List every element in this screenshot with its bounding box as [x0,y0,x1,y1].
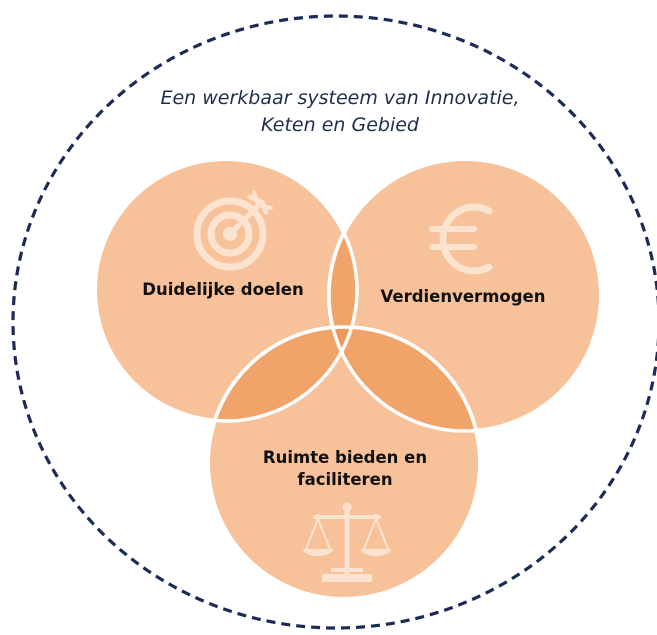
scales-icon [303,502,391,582]
diagram-title-line-1: Een werkbaar systeem van Innovatie, [160,87,519,109]
label-duidelijke-doelen: Duidelijke doelen [142,280,303,299]
label-ruimte-bieden-line-1: Ruimte bieden en [263,448,427,467]
label-ruimte-bieden-line-2: faciliteren [297,470,392,489]
label-verdienvermogen: Verdienvermogen [381,287,546,306]
overlap-verdienvermogen-ruimte [329,327,480,431]
euro-icon [429,203,493,275]
overlap-doelen-ruimte [208,327,357,421]
diagram-title-line-2: Keten en Gebied [261,114,420,136]
target-icon [193,190,273,271]
